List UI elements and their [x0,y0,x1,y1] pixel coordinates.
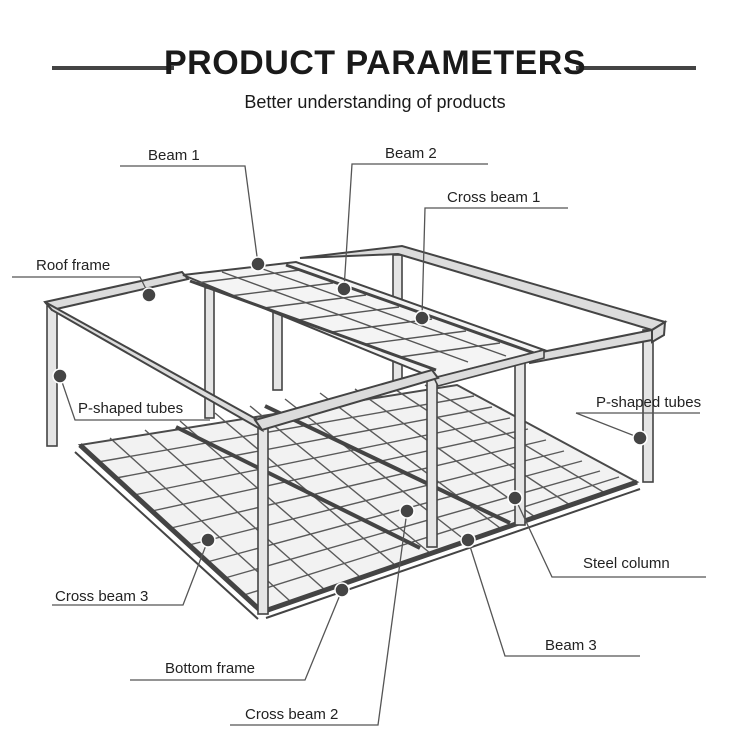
marker-p-shaped-tubes-right [632,430,648,446]
leader-lines [12,163,706,726]
marker-steel-column [507,490,523,506]
label-cross-beam-1: Cross beam 1 [447,189,541,206]
marker-cross-beam-2 [399,503,415,519]
label-p-shaped-tubes-right: P-shaped tubes [596,394,702,411]
label-p-shaped-tubes-left: P-shaped tubes [78,400,184,417]
marker-p-shaped-tubes-left [52,368,68,384]
label-cross-beam-3: Cross beam 3 [55,588,149,605]
label-bottom-frame: Bottom frame [165,660,256,677]
roof-middle-section [182,260,548,387]
label-roof-frame: Roof frame [36,257,111,274]
label-cross-beam-2: Cross beam 2 [245,706,339,723]
marker-beam-2 [336,281,352,297]
label-steel-column: Steel column [583,555,670,572]
marker-roof-frame [141,287,157,303]
label-beam-2: Beam 2 [385,145,437,162]
title-rule-left [52,66,174,70]
marker-beam-3 [460,532,476,548]
roof-frame-left [43,270,264,433]
marker-bottom-frame [334,582,350,598]
page-title: PRODUCT PARAMETERS [163,44,587,82]
marker-beam-1 [250,256,266,272]
front-top-beam [253,368,440,432]
marker-cross-beam-1 [414,310,430,326]
label-beam-1: Beam 1 [148,147,200,164]
label-beam-3: Beam 3 [545,637,597,654]
marker-cross-beam-3 [200,532,216,548]
markers [52,256,648,598]
page-subtitle: Better understanding of products [244,92,506,112]
title-rule-right [576,66,696,70]
